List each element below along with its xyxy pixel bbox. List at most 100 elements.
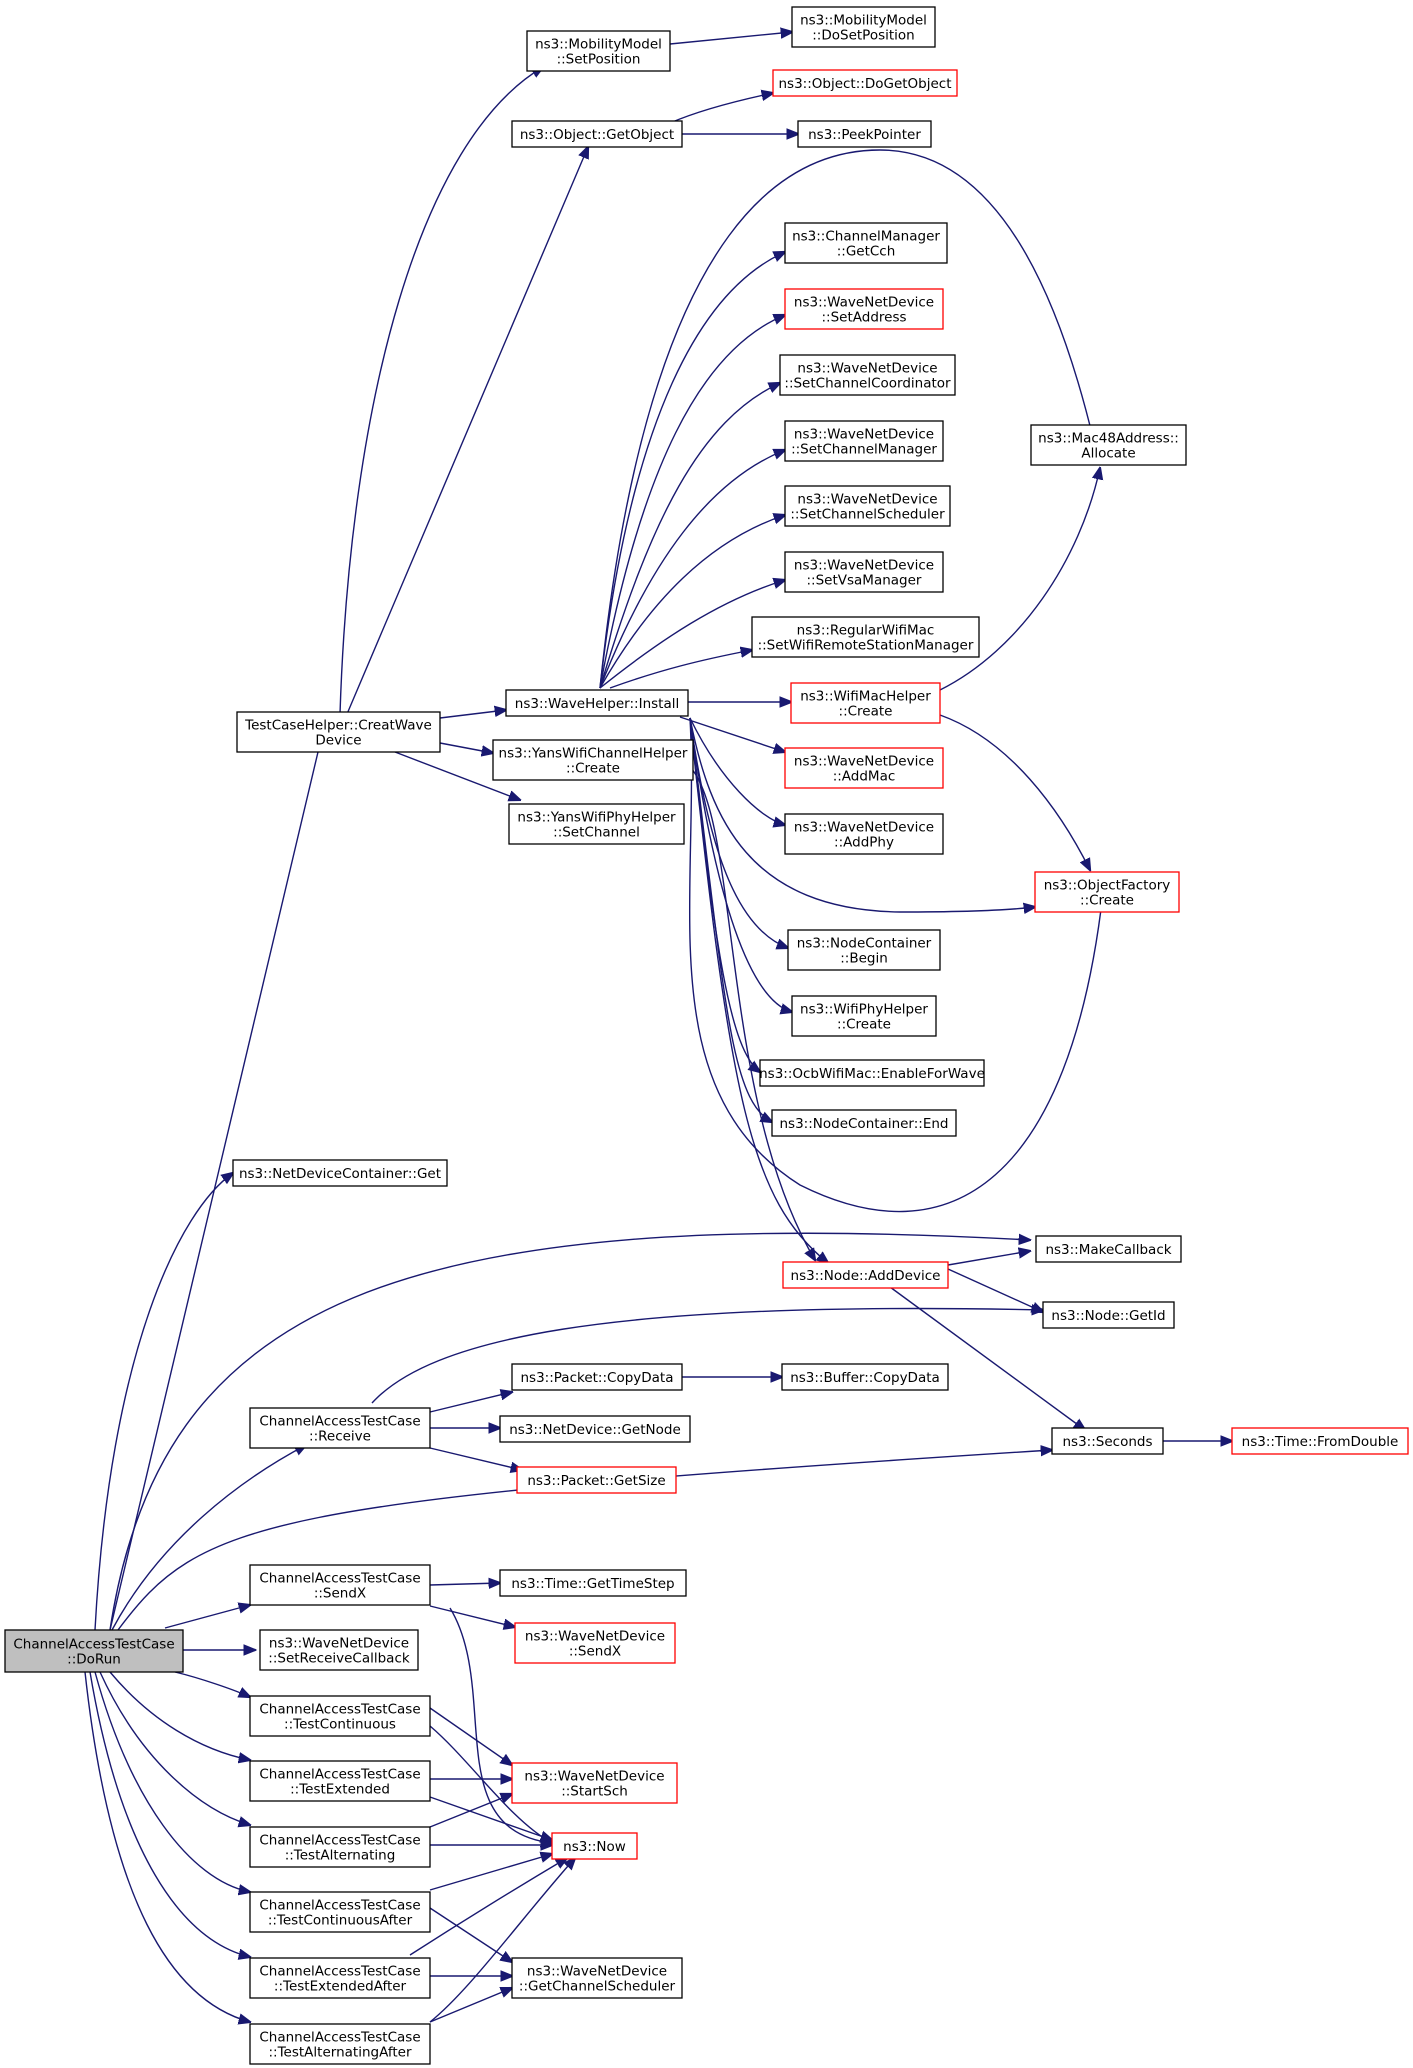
node-label: ::Create [837, 1017, 891, 1033]
node-fromdouble[interactable]: ns3::Time::FromDouble [1231, 1427, 1409, 1455]
node-label: ::TestExtendedAfter [274, 1979, 407, 1995]
node-box [551, 1832, 638, 1860]
node-label: ChannelAccessTestCase [259, 1414, 420, 1430]
edge-root-creat [109, 714, 327, 1631]
node-pktcopy[interactable]: ns3::Packet::CopyData [511, 1363, 683, 1391]
node-dogetobj[interactable]: ns3::Object::DoGetObject [772, 69, 958, 97]
node-setaddr[interactable]: ns3::WaveNetDevice::SetAddress [784, 288, 944, 330]
node-box [784, 288, 944, 330]
node-regwifi[interactable]: ns3::RegularWifiMac::SetWifiRemoteStatio… [751, 616, 980, 658]
node-wifimac[interactable]: ns3::WifiMacHelper::Create [790, 682, 941, 724]
node-getsched[interactable]: ns3::WaveNetDevice::GetChannelScheduler [511, 1957, 683, 1999]
node-wifiphy[interactable]: ns3::WifiPhyHelper::Create [791, 995, 937, 1037]
node-wsendx[interactable]: ns3::WaveNetDevice::SendX [514, 1622, 676, 1664]
node-box [784, 813, 944, 855]
edge-sendx-timestep [429, 1583, 500, 1585]
node-objfac[interactable]: ns3::ObjectFactory::Create [1034, 871, 1180, 913]
node-addphy[interactable]: ns3::WaveNetDevice::AddPhy [784, 813, 944, 855]
node-label: ::DoSetPosition [812, 28, 914, 44]
node-objget[interactable]: ns3::Object::GetObject [511, 120, 683, 148]
node-label: ::Create [1080, 893, 1134, 909]
node-sendx[interactable]: ChannelAccessTestCase::SendX [249, 1564, 431, 1606]
edge-wh-regwifi [609, 650, 752, 689]
node-peek[interactable]: ns3::PeekPointer [797, 120, 932, 148]
node-ndgetnode[interactable]: ns3::NetDevice::GetNode [499, 1415, 691, 1443]
node-box [232, 1159, 448, 1187]
node-now[interactable]: ns3::Now [551, 1832, 638, 1860]
node-mac48[interactable]: ns3::Mac48Address::Allocate [1030, 424, 1187, 466]
node-box [249, 1891, 431, 1933]
node-tconta[interactable]: ChannelAccessTestCase::TestContinuousAft… [249, 1891, 431, 1933]
node-nodeid[interactable]: ns3::Node::GetId [1042, 1301, 1175, 1329]
node-box [236, 711, 441, 753]
node-box [249, 1760, 431, 1802]
edge-root-text [109, 1671, 250, 1760]
edge-receive-pktsize [429, 1447, 522, 1470]
node-label: ns3::Mac48Address:: [1038, 431, 1179, 447]
edge-nodeadd-makecb [947, 1251, 1030, 1266]
node-mmsetpos[interactable]: ns3::MobilityModel::SetPosition [526, 30, 671, 72]
node-label: ::SetWifiRemoteStationManager [758, 638, 974, 654]
node-root[interactable]: ChannelAccessTestCase::DoRun [4, 1629, 184, 1673]
node-mmdoset[interactable]: ns3::MobilityModel::DoSetPosition [791, 6, 936, 48]
node-seconds[interactable]: ns3::Seconds [1051, 1427, 1164, 1455]
node-pktsize[interactable]: ns3::Packet::GetSize [516, 1466, 677, 1494]
node-bufcopy[interactable]: ns3::Buffer::CopyData [781, 1363, 949, 1391]
edge-root-receive [111, 1445, 306, 1631]
node-receive[interactable]: ChannelAccessTestCase::Receive [249, 1407, 431, 1449]
edge-wh-getcch [599, 252, 785, 689]
node-label: ::TestExtended [290, 1782, 390, 1798]
edge-sendx-wsendx [429, 1605, 515, 1627]
node-label: ::SetChannel [553, 825, 640, 841]
node-startsch[interactable]: ns3::WaveNetDevice::StartSch [511, 1762, 678, 1804]
edge-wh-ncend [689, 717, 772, 1122]
node-texta[interactable]: ChannelAccessTestCase::TestExtendedAfter [249, 1957, 431, 1999]
node-getcch[interactable]: ns3::ChannelManager::GetCch [784, 222, 948, 264]
node-makecb[interactable]: ns3::MakeCallback [1035, 1235, 1182, 1263]
node-yansphy[interactable]: ns3::YansWifiPhyHelper::SetChannel [508, 803, 685, 845]
node-setvsa[interactable]: ns3::WaveNetDevice::SetVsaManager [784, 551, 944, 593]
node-label: ::TestAlternatingAfter [269, 2045, 412, 2061]
edge-talta-now [429, 1858, 575, 2023]
node-label: ::DoRun [67, 1652, 121, 1668]
node-talta[interactable]: ChannelAccessTestCase::TestAlternatingAf… [249, 2023, 431, 2065]
node-label: ns3::WifiMacHelper [800, 689, 931, 705]
node-label: ns3::WaveHelper::Install [515, 696, 679, 712]
node-box [781, 1363, 949, 1391]
node-talt[interactable]: ChannelAccessTestCase::TestAlternating [249, 1826, 431, 1868]
node-label: ns3::NetDeviceContainer::Get [239, 1166, 441, 1182]
node-yanschan[interactable]: ns3::YansWifiChannelHelper::Create [492, 739, 694, 781]
node-setcs[interactable]: ns3::WaveNetDevice::SetChannelScheduler [784, 485, 951, 527]
node-ndcget[interactable]: ns3::NetDeviceContainer::Get [232, 1159, 448, 1187]
node-label: ChannelAccessTestCase [259, 1898, 420, 1914]
node-box [511, 1762, 678, 1804]
node-setcc[interactable]: ns3::WaveNetDevice::SetChannelCoordinato… [779, 354, 956, 396]
node-setrecv[interactable]: ns3::WaveNetDevice::SetReceiveCallback [259, 1629, 419, 1671]
node-timestep[interactable]: ns3::Time::GetTimeStep [499, 1569, 687, 1597]
edge-root-talt [99, 1671, 250, 1825]
edge-wifimac-objfac [939, 714, 1090, 870]
edge-wifimac-mac48 [939, 468, 1100, 691]
node-text[interactable]: ChannelAccessTestCase::TestExtended [249, 1760, 431, 1802]
node-box [797, 120, 932, 148]
node-nodeadd[interactable]: ns3::Node::AddDevice [782, 1261, 949, 1289]
node-ocb[interactable]: ns3::OcbWifiMac::EnableForWave [759, 1059, 985, 1087]
node-ncend[interactable]: ns3::NodeContainer::End [771, 1109, 957, 1137]
node-label: ::StartSch [561, 1784, 628, 1800]
node-label: ns3::WaveNetDevice [525, 1629, 665, 1645]
node-label: ns3::Buffer::CopyData [790, 1370, 940, 1386]
node-setcm[interactable]: ns3::WaveNetDevice::SetChannelManager [784, 420, 944, 462]
node-addmac[interactable]: ns3::WaveNetDevice::AddMac [784, 747, 944, 789]
node-label: ::AddMac [833, 769, 896, 785]
node-box [499, 1415, 691, 1443]
node-label: ns3::WaveNetDevice [794, 295, 934, 311]
node-label: ns3::NodeContainer [797, 936, 932, 952]
node-label: ns3::MakeCallback [1045, 1242, 1171, 1258]
node-tcont[interactable]: ChannelAccessTestCase::TestContinuous [249, 1695, 431, 1737]
edge-root-texta [89, 1671, 250, 1957]
edge-root-seconds [117, 1450, 1052, 1631]
node-label: ns3::RegularWifiMac [797, 623, 935, 639]
node-wavehelper[interactable]: ns3::WaveHelper::Install [505, 689, 689, 717]
node-ncbegin[interactable]: ns3::NodeContainer::Begin [787, 929, 941, 971]
